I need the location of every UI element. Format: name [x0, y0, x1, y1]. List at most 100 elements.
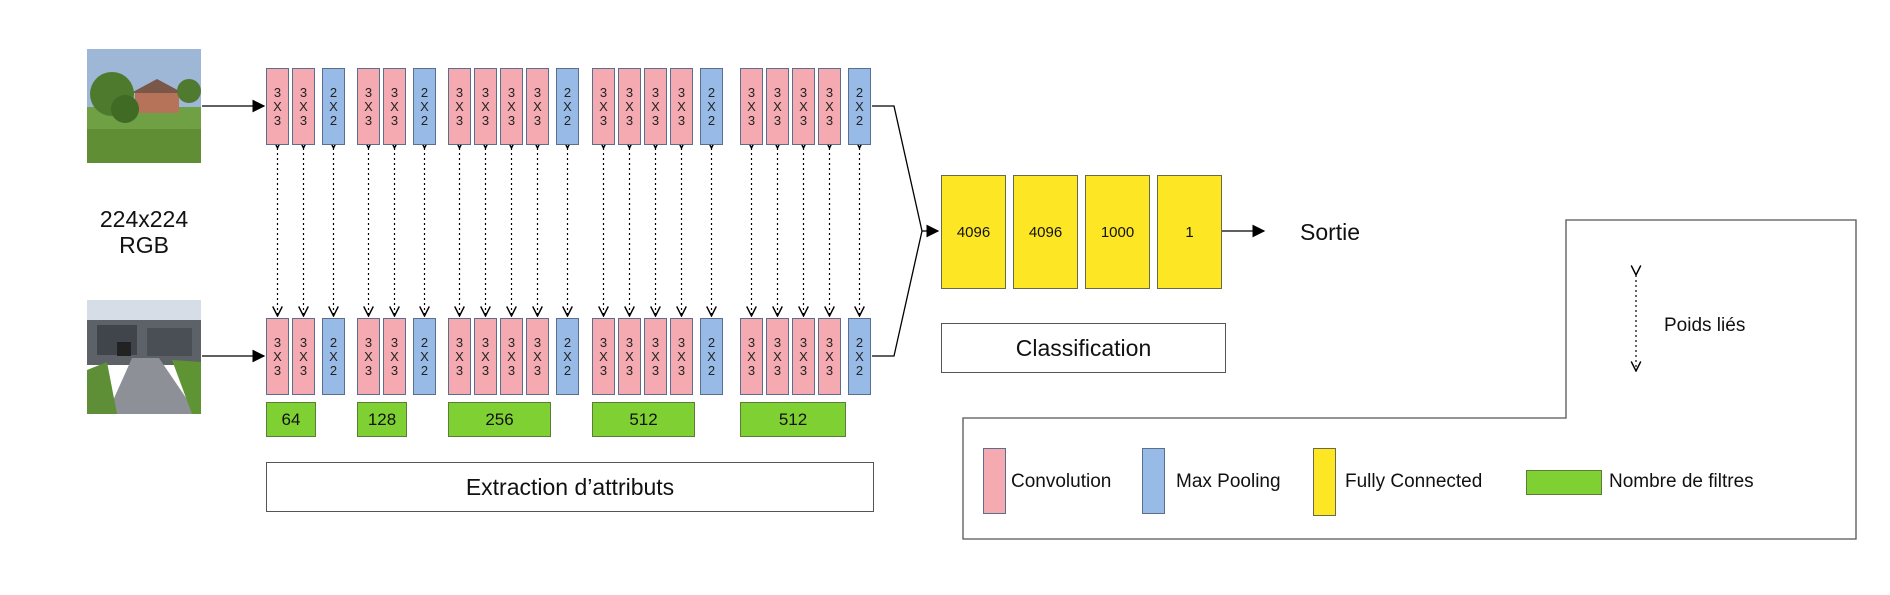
street-photo-icon	[87, 300, 201, 414]
house-photo-icon	[87, 49, 201, 163]
kernel-size-part: 2	[855, 84, 864, 100]
kernel-size-part: 3	[481, 334, 490, 350]
input-size-line: 224x224	[99, 206, 189, 232]
kernel-size-part: X	[507, 348, 516, 364]
kernel-size-part: 2	[329, 112, 338, 128]
input-format-line: RGB	[119, 232, 169, 258]
tied-weight-arrows	[278, 148, 860, 316]
merge-line-bottom	[872, 230, 923, 357]
kernel-size-part: 3	[599, 362, 608, 378]
legend-label-fully-connected: Fully Connected	[1345, 471, 1483, 492]
kernel-size-part: 3	[507, 84, 516, 100]
kernel-size-part: 3	[507, 334, 516, 350]
kernel-size-part: 2	[563, 334, 572, 350]
kernel-size-part: X	[825, 98, 834, 114]
kernel-size-part: 3	[825, 84, 834, 100]
kernel-size-part: 3	[773, 362, 782, 378]
filter-count-128: 128	[357, 402, 407, 437]
kernel-size-part: 3	[651, 112, 660, 128]
kernel-size-part: X	[507, 98, 516, 114]
kernel-size-part: X	[420, 348, 429, 364]
filter-count-512-a: 512	[592, 402, 695, 437]
kernel-size-part: 3	[747, 362, 756, 378]
fc-layer-label: 1	[1185, 223, 1194, 241]
kernel-size-part: X	[273, 98, 282, 114]
kernel-size-part: X	[773, 98, 782, 114]
kernel-size-part: X	[455, 348, 464, 364]
classification-box: Classification	[941, 323, 1226, 373]
kernel-size-part: 2	[563, 84, 572, 100]
legend-label-max-pooling: Max Pooling	[1176, 471, 1281, 492]
kernel-size-part: X	[825, 348, 834, 364]
kernel-size-part: 2	[707, 362, 716, 378]
kernel-size-part: X	[625, 98, 634, 114]
kernel-size-part: 3	[773, 84, 782, 100]
kernel-size-part: 3	[507, 362, 516, 378]
kernel-size-part: 3	[799, 362, 808, 378]
legend-frame	[962, 219, 1857, 540]
kernel-size-part: X	[677, 98, 686, 114]
kernel-size-part: X	[364, 348, 373, 364]
kernel-size-part: X	[855, 348, 864, 364]
kernel-size-part: 3	[825, 362, 834, 378]
kernel-size-part: 3	[677, 362, 686, 378]
kernel-size-part: X	[599, 348, 608, 364]
legend-swatch-fully-connected	[1313, 448, 1336, 516]
fc-layer-3: 1000	[1085, 175, 1150, 289]
kernel-size-part: X	[773, 348, 782, 364]
kernel-size-part: 3	[273, 84, 282, 100]
kernel-size-part: X	[563, 98, 572, 114]
legend-swatch-filter-count	[1526, 470, 1602, 495]
input-image-top	[87, 49, 201, 163]
kernel-size-part: 3	[364, 334, 373, 350]
kernel-size-part: 2	[329, 362, 338, 378]
kernel-size-part: 2	[329, 84, 338, 100]
kernel-size-part: 2	[420, 362, 429, 378]
kernel-size-part: 3	[481, 84, 490, 100]
feature-extraction-label: Extraction d’attributs	[465, 473, 675, 500]
kernel-size-part: X	[533, 348, 542, 364]
kernel-size-part: 3	[390, 362, 399, 378]
kernel-size-part: 3	[273, 334, 282, 350]
kernel-size-part: 3	[825, 112, 834, 128]
fc-layer-label: 4096	[1028, 223, 1063, 241]
kernel-size-part: 2	[563, 362, 572, 378]
kernel-size-part: 3	[390, 334, 399, 350]
kernel-size-part: 3	[481, 362, 490, 378]
kernel-size-part: X	[707, 98, 716, 114]
kernel-size-part: X	[390, 348, 399, 364]
fc-layer-label: 4096	[956, 223, 991, 241]
merge-line-top	[872, 105, 923, 232]
filter-count-label: 512	[778, 409, 808, 429]
kernel-size-part: 3	[747, 84, 756, 100]
kernel-size-part: X	[299, 348, 308, 364]
kernel-size-part: X	[533, 98, 542, 114]
kernel-size-part: X	[481, 348, 490, 364]
kernel-size-part: X	[273, 348, 282, 364]
kernel-size-part: 3	[625, 362, 634, 378]
kernel-size-part: 2	[707, 112, 716, 128]
legend-label-filter-count: Nombre de filtres	[1609, 471, 1754, 492]
kernel-size-part: X	[299, 98, 308, 114]
kernel-size-part: 3	[651, 84, 660, 100]
